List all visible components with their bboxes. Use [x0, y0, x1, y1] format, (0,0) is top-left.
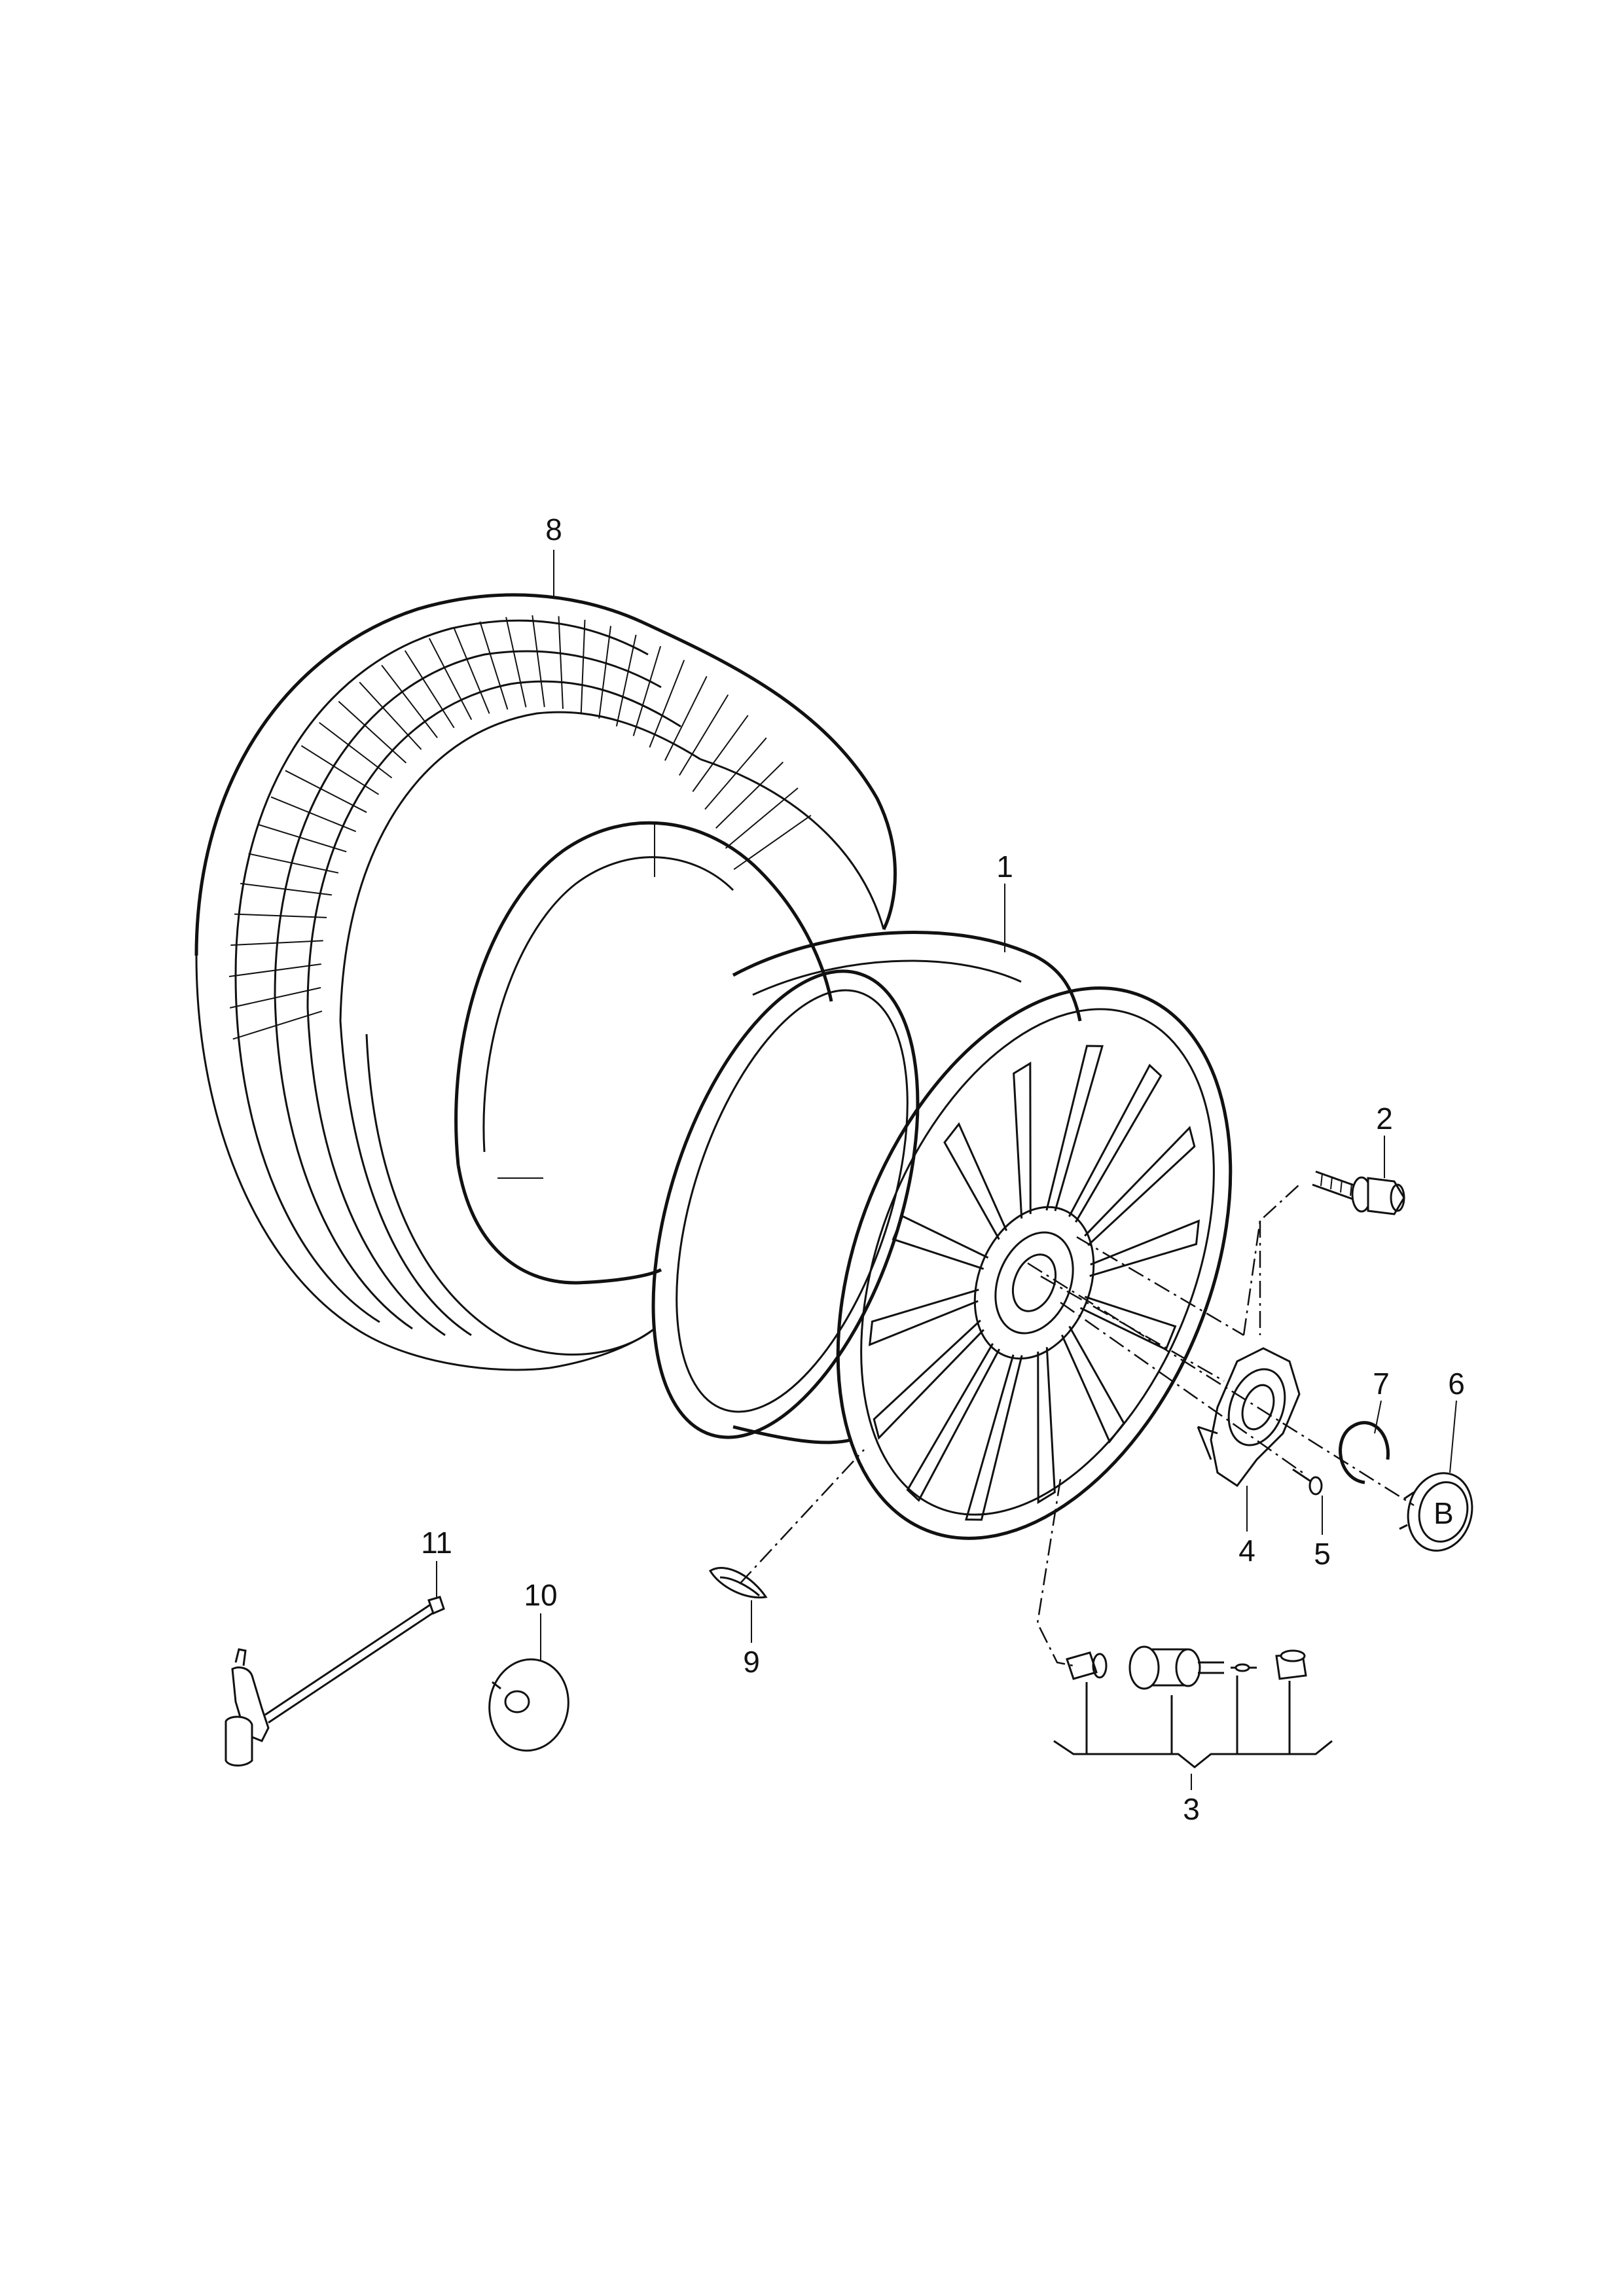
callout-5: 5 — [1314, 1537, 1331, 1571]
adhesive-label — [488, 1658, 569, 1752]
tyre — [194, 593, 897, 1371]
t-handle-key — [225, 1596, 445, 1767]
leader-lines — [436, 550, 1457, 1790]
wheel-bolt — [1312, 1170, 1405, 1215]
tyre-pressure-sensor-valve-kit — [1053, 1645, 1333, 1768]
callout-10: 10 — [524, 1578, 557, 1612]
balance-weight — [708, 1567, 768, 1599]
emblem-logo: B — [1434, 1496, 1454, 1530]
callout-labels: 8 1 2 7 6 4 5 3 9 10 11 — [421, 512, 1465, 1826]
callout-2: 2 — [1376, 1102, 1393, 1136]
callout-7: 7 — [1373, 1367, 1390, 1401]
callout-11: 11 — [421, 1526, 452, 1560]
centre-cap-carrier — [1197, 1347, 1301, 1488]
wheel-rim — [651, 931, 1233, 1540]
retaining-ring — [1339, 1421, 1390, 1484]
callout-3: 3 — [1183, 1792, 1200, 1826]
callout-4: 4 — [1238, 1534, 1255, 1568]
callout-1: 1 — [996, 850, 1013, 884]
callout-8: 8 — [545, 512, 562, 547]
carrier-screw — [1292, 1468, 1323, 1496]
callout-9: 9 — [743, 1645, 760, 1679]
centre-emblem-cap: B — [1399, 1472, 1473, 1552]
callout-6: 6 — [1448, 1367, 1465, 1401]
